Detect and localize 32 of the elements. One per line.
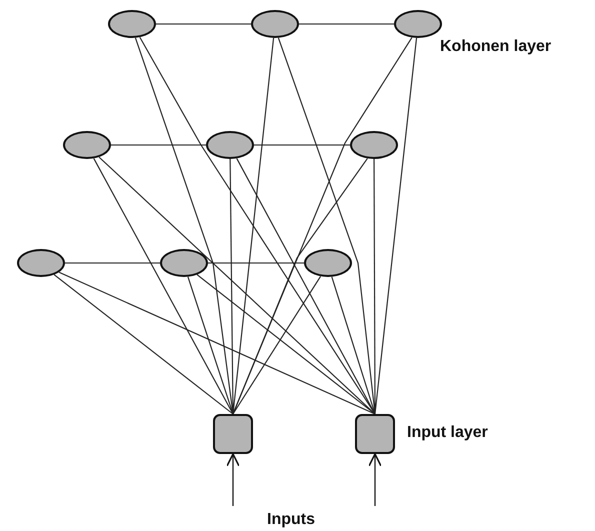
neuron-node xyxy=(206,131,254,159)
input-arrow xyxy=(368,453,382,506)
neuron-node xyxy=(160,249,208,277)
layer-label: Kohonen layer xyxy=(440,38,552,56)
connection-line xyxy=(232,276,322,414)
input-arrow xyxy=(226,453,240,506)
neuron-node xyxy=(350,131,398,159)
connection-line xyxy=(111,144,206,146)
neuron-node xyxy=(304,249,352,277)
connection-line xyxy=(93,158,234,414)
layer-label: Input layer xyxy=(407,424,488,442)
input-node xyxy=(213,414,253,454)
connection-line xyxy=(299,23,394,25)
neuron-node xyxy=(63,131,111,159)
connection-line xyxy=(98,156,376,414)
connection-line xyxy=(331,276,376,414)
neuron-node xyxy=(251,10,299,38)
connection-line xyxy=(196,274,376,414)
connection-line xyxy=(208,262,304,264)
connection-line xyxy=(65,262,160,264)
layer-label: Inputs xyxy=(267,511,315,529)
input-node xyxy=(355,414,395,454)
connection-line xyxy=(374,159,376,414)
neuron-node xyxy=(17,249,65,277)
connection-line xyxy=(156,23,251,25)
connection-line xyxy=(187,276,234,414)
connection-line xyxy=(58,272,376,414)
neuron-node xyxy=(108,10,156,38)
neuron-node xyxy=(394,10,442,38)
connection-line xyxy=(374,38,418,414)
connection-line xyxy=(54,274,234,414)
connection-line xyxy=(254,144,350,146)
